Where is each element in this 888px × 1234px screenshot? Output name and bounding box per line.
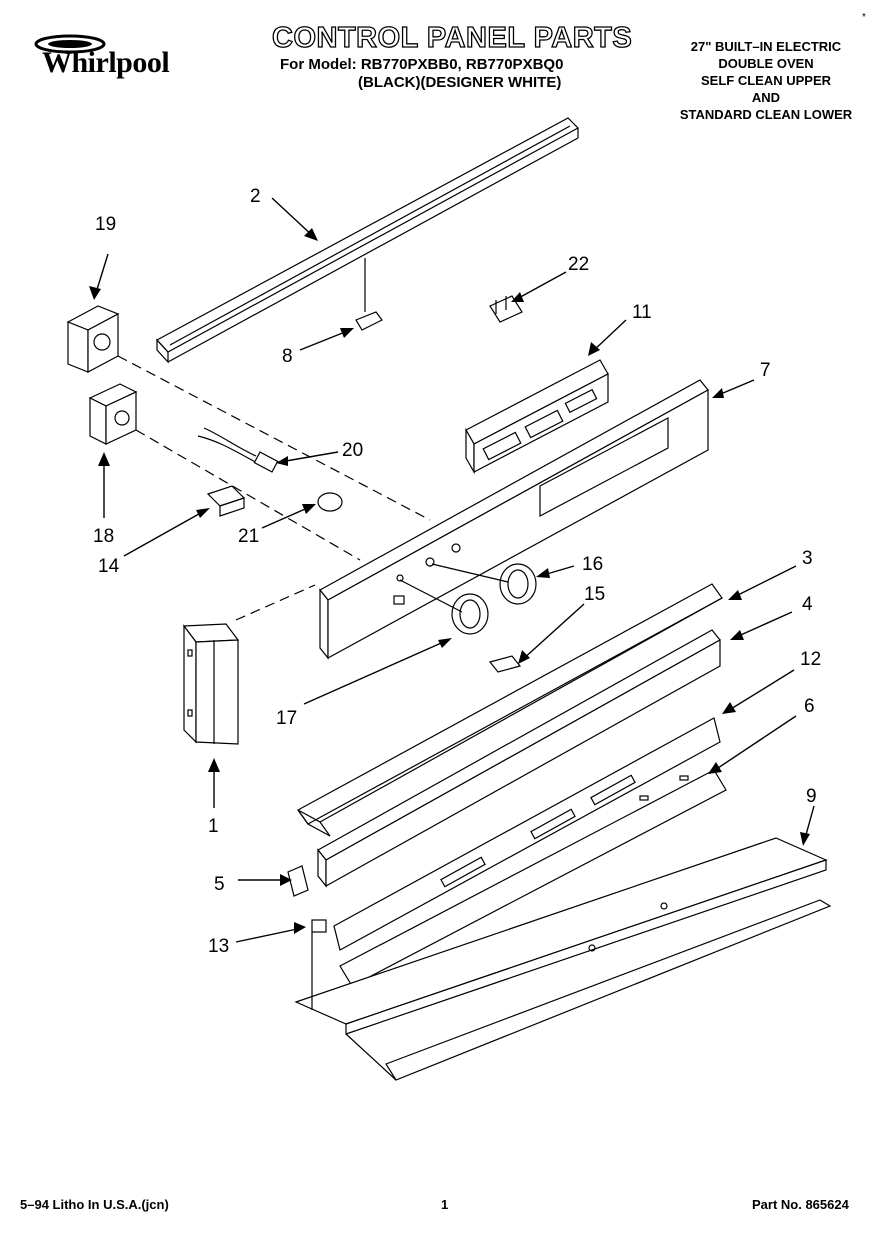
callout-7: 7 [760, 360, 771, 381]
part-14-connector [206, 485, 246, 517]
desc-line: SELF CLEAN UPPER [700, 73, 831, 88]
part-9-bottom-pan [294, 837, 832, 1081]
callout-20: 20 [342, 440, 363, 461]
callout-19: 19 [95, 214, 116, 235]
desc-line: DOUBLE OVEN [718, 56, 814, 71]
litho-note: 5–94 Litho In U.S.A.(jcn) [20, 1197, 169, 1212]
part-5-cap [287, 865, 309, 897]
alignment-lines [117, 355, 431, 621]
part-8-bracket [355, 258, 383, 331]
part-12-vent [333, 717, 721, 951]
part-18-switch [88, 383, 138, 445]
callout-numbers: 2 19 22 11 8 7 20 18 21 14 16 3 15 4 17 … [93, 186, 821, 957]
desc-line: AND [751, 90, 781, 105]
part-1-end-cap [182, 623, 240, 745]
callout-17: 17 [276, 708, 297, 729]
arrowheads [89, 228, 810, 934]
callout-1: 1 [208, 816, 219, 837]
callout-5: 5 [214, 874, 225, 895]
model-line-1: For Model: RB770PXBB0, RB770PXBQ0 [280, 56, 564, 73]
part-6-bracket [339, 769, 727, 987]
desc-line: STANDARD CLEAN LOWER [679, 107, 853, 122]
callout-2: 2 [250, 186, 261, 207]
callout-12: 12 [800, 649, 821, 670]
part-21-lamp [317, 492, 343, 512]
whirlpool-logo: Whirlpool [28, 30, 188, 90]
callout-16: 16 [582, 554, 603, 575]
part-13-clip [311, 919, 327, 1010]
callout-11: 11 [632, 302, 652, 323]
brand-name: Whirlpool [42, 46, 170, 79]
part-2-top-trim [156, 117, 579, 364]
callout-22: 22 [568, 254, 589, 275]
part-3-trim [297, 583, 723, 837]
product-description: 27" BUILT–IN ELECTRIC DOUBLE OVEN SELF C… [668, 38, 864, 123]
page-title: CONTROL PANEL PARTS [271, 21, 633, 54]
callout-21: 21 [238, 526, 259, 547]
callout-14: 14 [98, 556, 120, 577]
part-16-knob [499, 563, 537, 605]
part-15-clip [488, 655, 522, 673]
callout-13: 13 [208, 936, 229, 957]
callout-4: 4 [802, 594, 813, 615]
part-19-switch [66, 305, 120, 373]
part-20-wire-harness [197, 427, 279, 473]
model-numbers: For Model: RB770PXBB0, RB770PXBQ0 (BLACK… [280, 56, 563, 92]
part-11-timer [465, 359, 609, 475]
callout-3: 3 [802, 548, 813, 569]
model-line-2: (BLACK)(DESIGNER WHITE) [358, 74, 562, 91]
part-number: Part No. 865624 [752, 1197, 849, 1212]
desc-line: 27" BUILT–IN ELECTRIC [690, 39, 842, 54]
callout-6: 6 [804, 696, 815, 717]
callout-15: 15 [584, 584, 605, 605]
part-4-trim [317, 629, 721, 888]
callout-8: 8 [282, 346, 293, 367]
callout-9: 9 [806, 786, 817, 807]
callout-18: 18 [93, 526, 114, 547]
logo-swoosh-icon [34, 34, 106, 54]
page-number: 1 [441, 1197, 449, 1212]
part-17-knob [399, 563, 509, 635]
part-7-control-panel [319, 379, 709, 660]
part-22-clip [489, 295, 523, 323]
corner-mark: * [862, 12, 866, 23]
